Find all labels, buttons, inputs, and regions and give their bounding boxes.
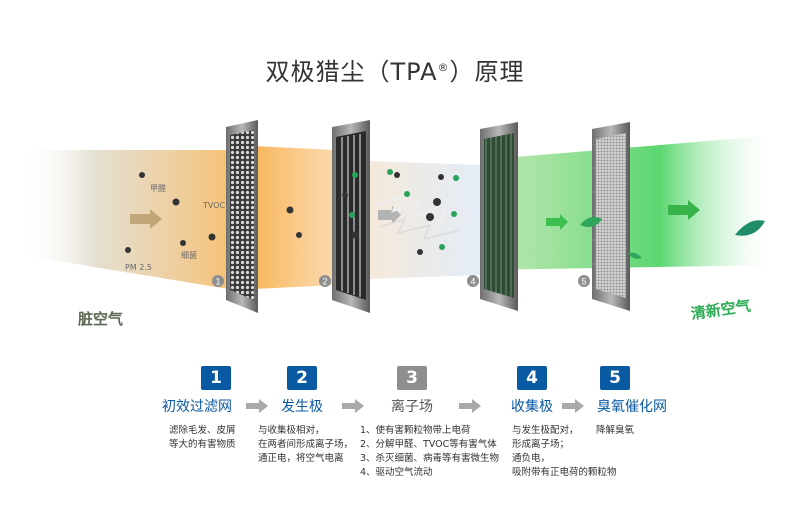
charged-ions (349, 169, 459, 250)
step-4-description: 与发生极配对，形成离子场；通负电，吸附带有正电荷的颗粒物 (512, 425, 617, 478)
step-5-number: 5 (600, 366, 630, 390)
dirty-air-label: 脏空气 (78, 310, 124, 328)
particles (125, 172, 444, 255)
step-4-number: 4 (517, 366, 547, 390)
step-3-number: 3 (397, 366, 427, 390)
step-2-description: 与收集极相对，在两者间形成离子场，通正电，将空气电离 (258, 425, 354, 464)
svg-text:4: 4 (470, 277, 475, 287)
ion-field-band (340, 160, 480, 280)
lightning-bolt-2 (379, 217, 459, 241)
step-arrow-4 (562, 399, 584, 413)
dirty-air-band (20, 150, 235, 290)
panel-number-5: 5 (578, 275, 590, 287)
leaf-icon (580, 217, 602, 227)
step-5-title: 臭氧催化网 (597, 399, 667, 415)
pm25-label: PM 2.5 (125, 263, 152, 272)
formaldehyde-label: 甲醛 (150, 184, 166, 193)
lightning-bolt (374, 195, 471, 225)
airflow-graphic: 1 2 4 5 (20, 120, 780, 313)
step-arrow-2 (342, 399, 364, 413)
step-2-number: 2 (287, 366, 317, 390)
panel-1-primary-filter (226, 120, 258, 313)
leaf-icon-2 (628, 252, 642, 259)
flow-arrow-4 (668, 200, 700, 220)
step-1-description: 滤除毛发、皮屑等大的有害物质 (169, 425, 236, 450)
step-4-title: 收集极 (511, 399, 553, 415)
panel-number-4: 4 (467, 275, 479, 287)
step-5-description: 降解臭氧 (596, 425, 635, 436)
flow-arrow-3 (546, 214, 568, 230)
svg-text:5: 5 (581, 277, 586, 287)
step-2-title: 发生极 (281, 399, 323, 415)
step-1-title: 初效过滤网 (162, 399, 232, 415)
leaf-icon-3 (735, 220, 765, 236)
panel-number-1: 1 (212, 275, 224, 287)
svg-text:1: 1 (215, 277, 220, 287)
step-arrow-1 (246, 399, 268, 413)
step-arrow-3 (459, 399, 481, 413)
flow-arrow-1 (130, 209, 162, 229)
step-3-title: 离子场 (391, 399, 433, 415)
svg-text:2: 2 (322, 277, 327, 287)
panel-number-2: 2 (319, 275, 331, 287)
tvoc-label: TVOC (203, 201, 226, 210)
registered-mark: ® (437, 61, 450, 74)
step-1-number: 1 (201, 366, 231, 390)
panel-4-collector (480, 122, 518, 311)
airflow-illustration: 1 2 4 5 脏空气 清新空气 甲醛 TVOC 细菌 PM 2.5 (0, 105, 790, 330)
panel-5-ozone-catalyst (592, 122, 630, 311)
bacteria-label: 细菌 (181, 251, 197, 260)
page-title: 双极猎尘（TPA®）原理 (265, 58, 525, 86)
warm-air-band (235, 145, 335, 290)
